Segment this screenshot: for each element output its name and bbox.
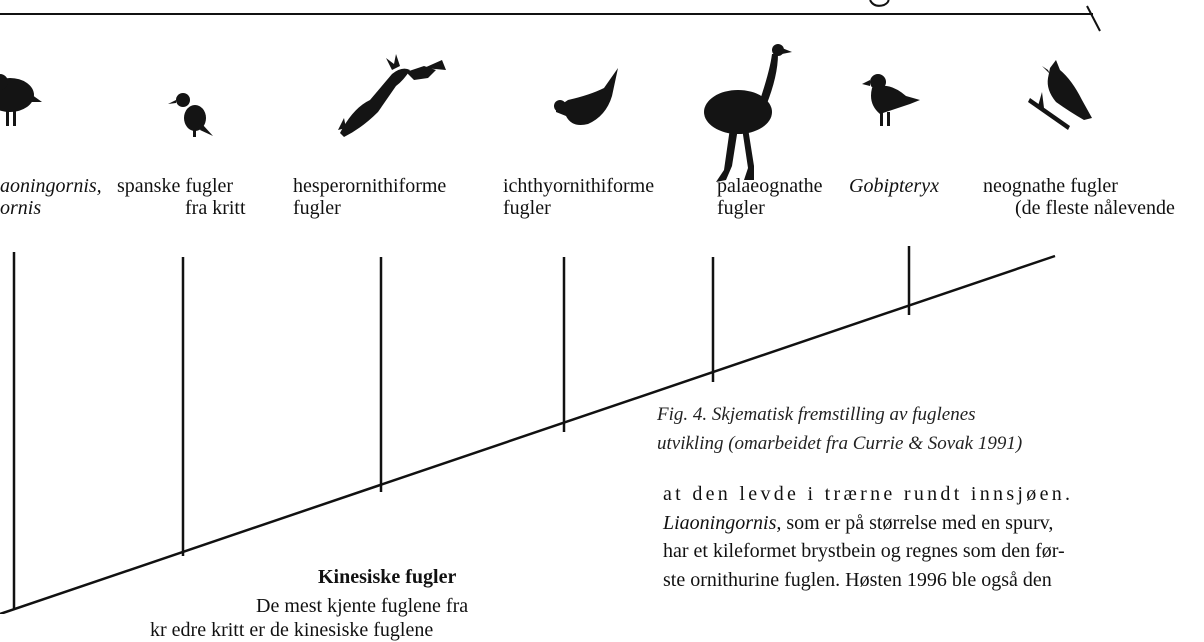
- axis-label-fragment: [869, 0, 890, 7]
- neognath-bird-on-branch-silhouette-icon: [1028, 60, 1092, 130]
- hesperornithiform-silhouette-icon: [338, 54, 446, 137]
- small-bird-silhouette-icon: [168, 93, 213, 137]
- taxon-label-ichthyornithiform: ichthyornithiforme fugler: [503, 175, 655, 219]
- cladogram: [0, 0, 1101, 614]
- taxon-label-liaoningornis: aoningornis, ornis: [0, 175, 102, 219]
- palaeognath-ostrich-silhouette-icon: [704, 44, 792, 182]
- top-axis-tick: [1086, 5, 1101, 32]
- taxon-label-palaeognath: palaeognathe fugler: [717, 175, 823, 219]
- body-text-right: at den levde i trærne rundt innsjøen. Li…: [663, 483, 1074, 591]
- taxon-label-neognath: neognathe fugler (de fleste nålevende: [983, 175, 1175, 219]
- gobipteryx-silhouette-icon: [862, 74, 920, 126]
- main-diagonal-axis: [0, 254, 1056, 614]
- taxon-label-gobipteryx: Gobipteryx: [849, 175, 939, 197]
- taxon-name-inline: Liaoningornis,: [663, 511, 782, 534]
- section-heading: Kinesiske fugler: [318, 566, 457, 588]
- taxon-label-hesperornithiform: hesperornithiforme fugler: [293, 175, 447, 219]
- ichthyornithiform-silhouette-icon: [554, 68, 618, 125]
- taxon-label-spanish-birds: spanske fugler fra kritt: [117, 175, 246, 219]
- body-text-left: De mest kjente fuglene fra kr edre kritt…: [150, 595, 469, 641]
- figure-caption: Fig. 4. Skjematisk fremstilling av fugle…: [657, 404, 1023, 454]
- liaoningornis-silhouette-icon: [0, 74, 42, 126]
